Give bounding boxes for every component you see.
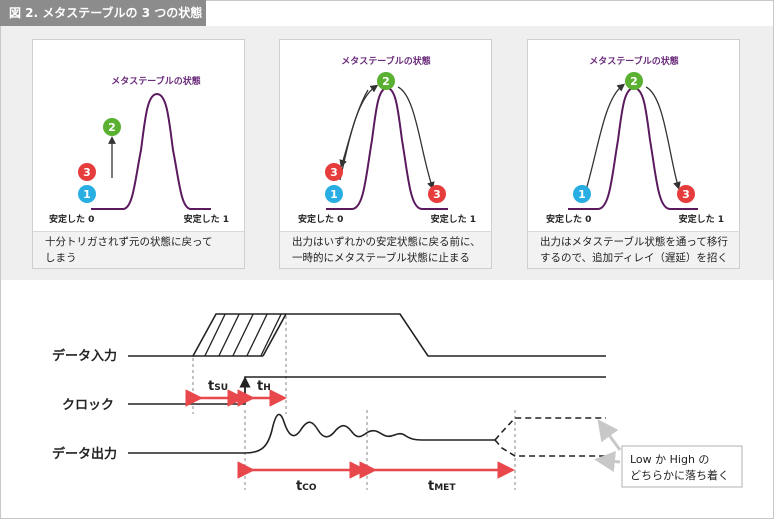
marker-3: 3: [677, 185, 695, 203]
label-stable-1: 安定した 1: [184, 213, 229, 225]
data-output-waveform: [128, 413, 606, 457]
label-stable-1: 安定した 1: [679, 213, 724, 225]
label-stable-0: 安定した 0: [546, 213, 591, 225]
tsu-label: tSU: [208, 379, 228, 394]
figure-title: 図 2. メタステーブルの 3 つの状態: [0, 0, 206, 26]
svg-text:3: 3: [83, 166, 91, 179]
panel-return-to-original: メタステーブルの状態 2 3 1 安定した 0 安定した 1 十分トリガされず元…: [32, 39, 245, 269]
note-pointer-lower: [594, 451, 621, 472]
svg-text:3: 3: [682, 188, 690, 201]
note-pointer-upper: [597, 419, 622, 451]
settle-note-line1: Low か High の: [630, 453, 709, 466]
tmet-label: tMET: [428, 479, 456, 494]
panel-caption: 出力はいずれかの安定状態に戻る前に、 一時的にメタステーブル状態に止まる: [280, 231, 491, 268]
settle-note-line2: どちらかに落ち着く: [630, 468, 729, 482]
label-stable-0: 安定した 0: [49, 213, 94, 225]
svg-text:2: 2: [108, 121, 116, 134]
peak-label: メタステーブルの状態: [111, 75, 200, 87]
label-data-input: データ入力: [52, 348, 117, 364]
settle-note-box: [621, 445, 743, 488]
panel-caption: 出力はメタステーブル状態を通って移行 するので、追加ディレイ（遅延）を招く: [528, 231, 739, 268]
marker-2: 2: [625, 72, 643, 90]
timing-guides: [192, 316, 516, 490]
timing-diagram: データ入力 クロック データ出力 tSU tH t: [52, 313, 743, 494]
arrow-forward-path: [645, 86, 681, 190]
marker-3-right: 3: [428, 185, 446, 203]
label-stable-0: 安定した 0: [298, 213, 343, 225]
panel-temporary-metastable: メタステーブルの状態 2 3 1 3 安定した 0 安定した 1 出力はいずれか…: [279, 39, 492, 269]
marker-3: 3: [78, 163, 96, 181]
panel-additional-delay: メタステーブルの状態 2 1 3 安定した 0 安定した 1 出力はメタステーブ…: [527, 39, 740, 269]
marker-3-left: 3: [325, 163, 343, 181]
arrow-return-path: [339, 89, 369, 168]
label-clock: クロック: [62, 398, 114, 413]
svg-text:1: 1: [330, 188, 338, 201]
arrow-up-path: [585, 83, 626, 191]
peak-label: メタステーブルの状態: [341, 55, 430, 67]
potential-curve: [91, 92, 211, 210]
label-stable-1: 安定した 1: [431, 213, 476, 225]
svg-text:3: 3: [433, 188, 441, 201]
marker-2: 2: [103, 118, 121, 136]
th-label: tH: [257, 379, 271, 394]
svg-text:3: 3: [330, 166, 338, 179]
arrow-up-path: [339, 84, 379, 181]
arrow-forward-path: [397, 86, 435, 190]
marker-1: 1: [325, 185, 343, 203]
marker-1: 1: [78, 185, 96, 203]
data-input-waveform: [128, 313, 606, 357]
svg-text:2: 2: [382, 75, 390, 88]
marker-1: 1: [573, 185, 591, 203]
marker-2: 2: [377, 72, 395, 90]
svg-text:1: 1: [83, 188, 91, 201]
clock-waveform: [128, 376, 606, 405]
svg-text:2: 2: [630, 75, 638, 88]
panel-caption: 十分トリガされず元の状態に戻って しまう: [33, 231, 244, 268]
peak-label: メタステーブルの状態: [589, 55, 678, 67]
svg-text:1: 1: [578, 188, 586, 201]
label-data-output: データ出力: [52, 446, 117, 462]
tco-label: tCO: [296, 479, 317, 494]
